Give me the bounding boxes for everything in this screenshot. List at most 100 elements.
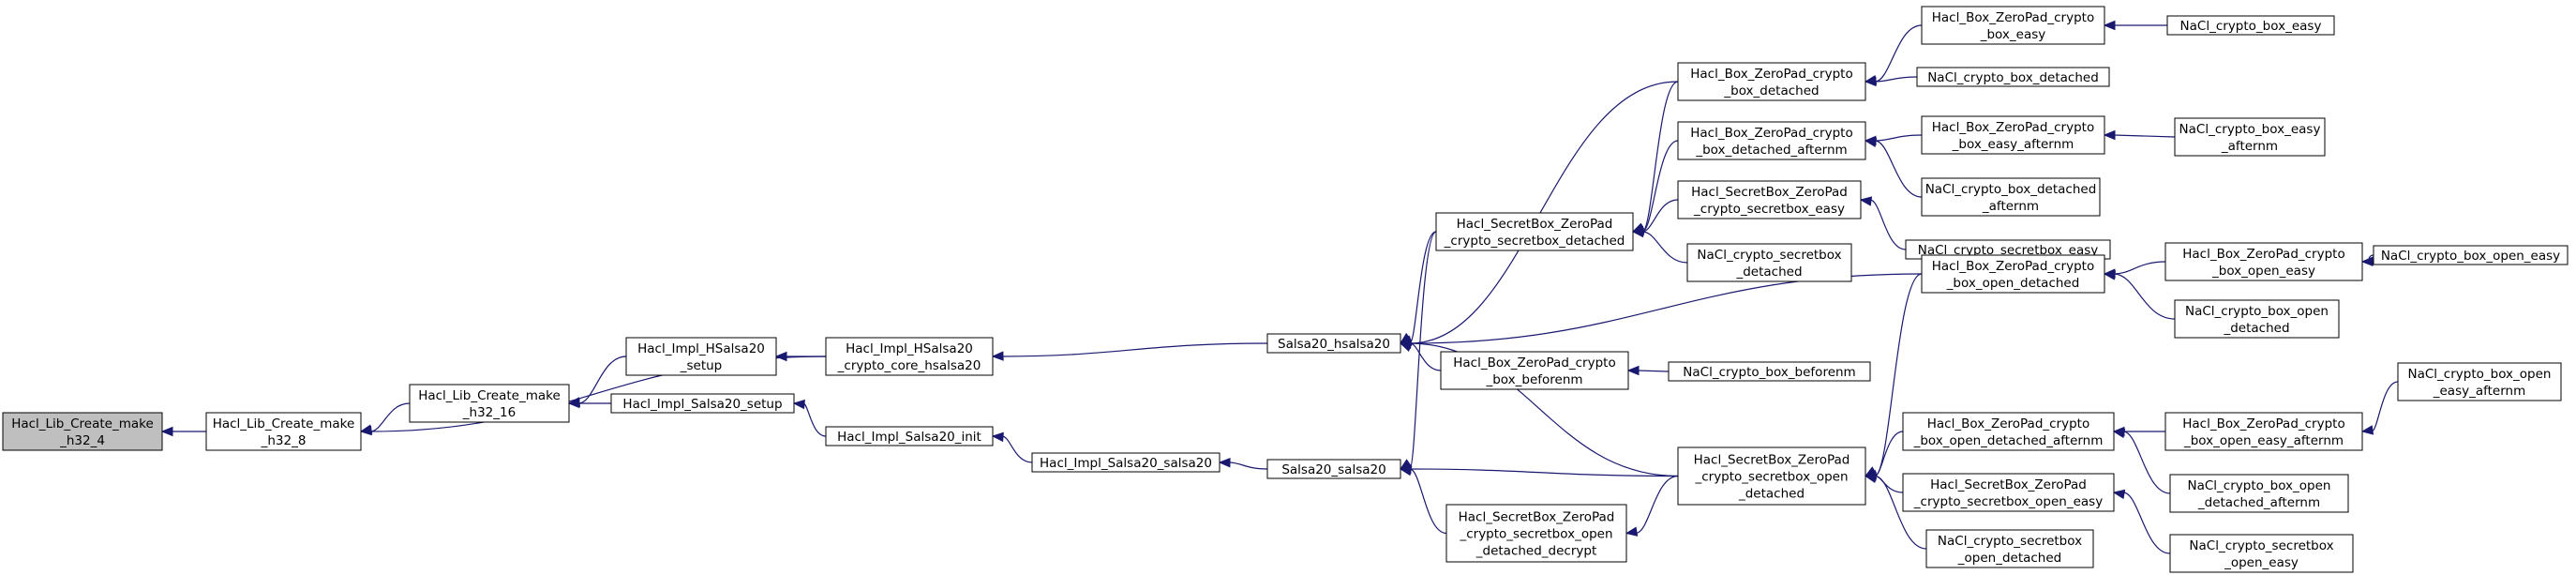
node-box[interactable] xyxy=(1266,333,1401,354)
node-hacl-box-zeropad-crypto-box-easy[interactable]: Hacl_Box_ZeroPad_crypto _box_easy xyxy=(1921,6,2105,45)
node-hacl-impl-hsalsa20-crypto-core-hsalsa20[interactable]: Hacl_Impl_HSalsa20_crypto_core_hsalsa20 xyxy=(825,337,994,376)
node-box[interactable] xyxy=(409,384,570,423)
node-box[interactable] xyxy=(1677,180,1862,219)
node-hacl-secretbox-zeropad-crypto-secretbox-detached[interactable]: Hacl_SecretBox_ZeroPad_crypto_secretbox_… xyxy=(1435,212,1634,251)
node-nacl-crypto-secretbox-easy[interactable]: NaCl_crypto_secretbox_easy xyxy=(1905,239,2111,260)
node-label-line: NaCl_crypto_box_beforenm xyxy=(1683,365,1855,380)
node-box[interactable] xyxy=(1921,254,2105,294)
edge-n13-to-n10 xyxy=(1409,468,1447,535)
node-hacl-secretbox-zeropad-crypto-secretbox-open-detached-decrypt[interactable]: Hacl_SecretBox_ZeroPad_crypto_secretbox_… xyxy=(1445,504,1627,563)
node-box[interactable] xyxy=(1921,177,2101,217)
node-box[interactable] xyxy=(1902,473,2115,512)
node-box[interactable] xyxy=(2,412,163,451)
node-box[interactable] xyxy=(1445,504,1627,563)
node-label-line: _detached xyxy=(2223,321,2289,336)
node-hacl-lib-create-make-h32-16[interactable]: Hacl_Lib_Create_make_h32_16 xyxy=(409,384,570,423)
node-label-line: _h32_4 xyxy=(59,433,105,448)
node-box[interactable] xyxy=(1686,243,1852,282)
node-hacl-lib-create-make-h32-8[interactable]: Hacl_Lib_Create_make_h32_8 xyxy=(205,412,362,451)
node-box[interactable] xyxy=(2164,412,2363,451)
node-hacl-box-zeropad-crypto-box-detached-afternm[interactable]: Hacl_Box_ZeroPad_crypto_box_detached_aft… xyxy=(1677,121,1866,160)
node-label-line: _afternm xyxy=(2221,139,2278,154)
node-box[interactable] xyxy=(1266,459,1401,479)
node-label-line: _crypto_core_hsalsa20 xyxy=(837,358,981,373)
node-nacl-crypto-box-easy-afternm[interactable]: NaCl_crypto_box_easy_afternm xyxy=(2174,117,2326,157)
node-box[interactable] xyxy=(1925,529,2094,568)
node-box[interactable] xyxy=(1902,412,2115,451)
arrowhead-n8-to-n7 xyxy=(991,431,1004,443)
node-salsa20-salsa20[interactable]: Salsa20_salsa20 xyxy=(1266,459,1401,479)
node-nacl-crypto-box-open-detached[interactable]: NaCl_crypto_box_open_detached xyxy=(2174,299,2340,339)
node-hacl-box-zeropad-crypto-box-easy-afternm[interactable]: Hacl_Box_ZeroPad_crypto_box_easy_afternm xyxy=(1921,115,2105,155)
node-box[interactable] xyxy=(1921,115,2105,155)
node-hacl-secretbox-zeropad-crypto-secretbox-open-detached[interactable]: Hacl_SecretBox_ZeroPad_crypto_secretbox_… xyxy=(1677,446,1866,506)
node-box[interactable] xyxy=(1440,351,1629,390)
node-box[interactable] xyxy=(2373,245,2569,265)
node-box[interactable] xyxy=(825,426,994,446)
node-nacl-crypto-box-open-detached-afternm[interactable]: NaCl_crypto_box_open_detached_afternm xyxy=(2169,474,2349,513)
edge-n35-to-n27 xyxy=(2122,492,2171,554)
node-label-line: _detached xyxy=(1735,265,1802,280)
node-hacl-secretbox-zeropad-crypto-secretbox-open-easy[interactable]: Hacl_SecretBox_ZeroPad_crypto_secretbox_… xyxy=(1902,473,2115,512)
node-nacl-crypto-secretbox-open-easy[interactable]: NaCl_crypto_secretbox_open_easy xyxy=(2169,534,2354,573)
node-box[interactable] xyxy=(2169,534,2354,573)
node-nacl-crypto-box-detached-afternm[interactable]: NaCl_crypto_box_detached_afternm xyxy=(1921,177,2101,217)
node-label-line: _h32_8 xyxy=(261,433,307,448)
node-hacl-box-zeropad-crypto-box-beforenm[interactable]: Hacl_Box_ZeroPad_crypto_box_beforenm xyxy=(1440,351,1629,390)
node-box[interactable] xyxy=(610,393,795,414)
edge-n19-to-n10 xyxy=(1409,468,1679,477)
node-box[interactable] xyxy=(2166,15,2335,36)
arrowhead-n28-to-n19 xyxy=(1864,473,1878,483)
node-label-line: _box_open_easy xyxy=(2211,264,2315,279)
node-hacl-box-zeropad-crypto-box-open-detached-afternm[interactable]: Hacl_Box_ZeroPad_crypto_box_open_detache… xyxy=(1902,412,2115,451)
node-label-line: NaCl_crypto_box_detached xyxy=(1925,182,2097,197)
node-nacl-crypto-box-detached[interactable]: NaCl_crypto_box_detached xyxy=(1916,67,2110,87)
node-box[interactable] xyxy=(2174,117,2326,157)
node-label-line: NaCl_crypto_secretbox xyxy=(1697,248,1841,263)
node-hacl-box-zeropad-crypto-box-open-easy-afternm[interactable]: Hacl_Box_ZeroPad_crypto_box_open_easy_af… xyxy=(2164,412,2363,451)
node-label-line: Hacl_Impl_Salsa20_setup xyxy=(622,397,782,412)
node-box[interactable] xyxy=(625,337,777,376)
node-hacl-impl-salsa20-salsa20[interactable]: Hacl_Impl_Salsa20_salsa20 xyxy=(1031,452,1221,473)
node-box[interactable] xyxy=(825,337,994,376)
node-hacl-secretbox-zeropad-crypto-secretbox-easy[interactable]: Hacl_SecretBox_ZeroPad_crypto_secretbox_… xyxy=(1677,180,1862,219)
node-label-line: Hacl_Box_ZeroPad_crypto xyxy=(1932,10,2094,25)
node-nacl-crypto-box-beforenm[interactable]: NaCl_crypto_box_beforenm xyxy=(1668,361,1871,382)
node-box[interactable] xyxy=(2174,299,2340,339)
arrowhead-n2-to-n1 xyxy=(160,426,173,437)
node-nacl-crypto-box-open-easy[interactable]: NaCl_crypto_box_open_easy xyxy=(2373,245,2569,265)
node-box[interactable] xyxy=(1031,452,1221,473)
node-box[interactable] xyxy=(1677,446,1866,506)
node-nacl-crypto-box-open-easy-afternm[interactable]: NaCl_crypto_box_open_easy_afternm xyxy=(2397,362,2562,401)
node-nacl-crypto-secretbox-detached[interactable]: NaCl_crypto_secretbox _detached xyxy=(1686,243,1852,282)
node-label-line: _box_easy xyxy=(1980,27,2046,42)
node-hacl-box-zeropad-crypto-box-open-easy[interactable]: Hacl_Box_ZeroPad_crypto_box_open_easy xyxy=(2164,242,2363,281)
node-box[interactable] xyxy=(2164,242,2363,281)
node-nacl-crypto-secretbox-open-detached[interactable]: NaCl_crypto_secretbox_open_detached xyxy=(1925,529,2094,568)
node-box[interactable] xyxy=(1677,62,1866,101)
node-hacl-lib-create-make-h32-4[interactable]: Hacl_Lib_Create_make_h32_4 xyxy=(2,412,163,451)
arrowhead-n19-to-n13 xyxy=(1625,526,1639,537)
node-box[interactable] xyxy=(1435,212,1634,251)
node-box[interactable] xyxy=(205,412,362,451)
node-label-line: Hacl_Impl_Salsa20_salsa20 xyxy=(1040,456,1212,471)
node-hacl-box-zeropad-crypto-box-detached[interactable]: Hacl_Box_ZeroPad_crypto_box_detached xyxy=(1677,62,1866,101)
node-box[interactable] xyxy=(1668,361,1871,382)
node-salsa20-hsalsa20[interactable]: Salsa20_hsalsa20 xyxy=(1266,333,1401,354)
node-box[interactable] xyxy=(1677,121,1866,160)
node-box[interactable] xyxy=(1916,67,2110,87)
node-hacl-impl-hsalsa20-setup[interactable]: Hacl_Impl_HSalsa20_setup xyxy=(625,337,777,376)
node-label-line: Hacl_Lib_Create_make xyxy=(418,388,561,403)
edge-n30-to-n22 xyxy=(2113,134,2176,138)
node-hacl-impl-salsa20-setup[interactable]: Hacl_Impl_Salsa20_setup xyxy=(610,393,795,414)
node-label-line: _box_easy_afternm xyxy=(1952,137,2074,152)
node-label-line: _crypto_secretbox_open xyxy=(1694,470,1848,485)
node-label-line: Hacl_Box_ZeroPad_crypto xyxy=(1453,356,1615,371)
node-label-line: _box_open_detached_afternm xyxy=(1913,433,2104,448)
node-box[interactable] xyxy=(1921,6,2105,45)
node-nacl-crypto-box-easy[interactable]: NaCl_crypto_box_easy xyxy=(2166,15,2335,36)
node-hacl-impl-salsa20-init[interactable]: Hacl_Impl_Salsa20_init xyxy=(825,426,994,446)
node-box[interactable] xyxy=(2397,362,2562,401)
node-box[interactable] xyxy=(2169,474,2349,513)
node-hacl-box-zeropad-crypto-box-open-detached[interactable]: Hacl_Box_ZeroPad_crypto_box_open_detache… xyxy=(1921,254,2105,294)
